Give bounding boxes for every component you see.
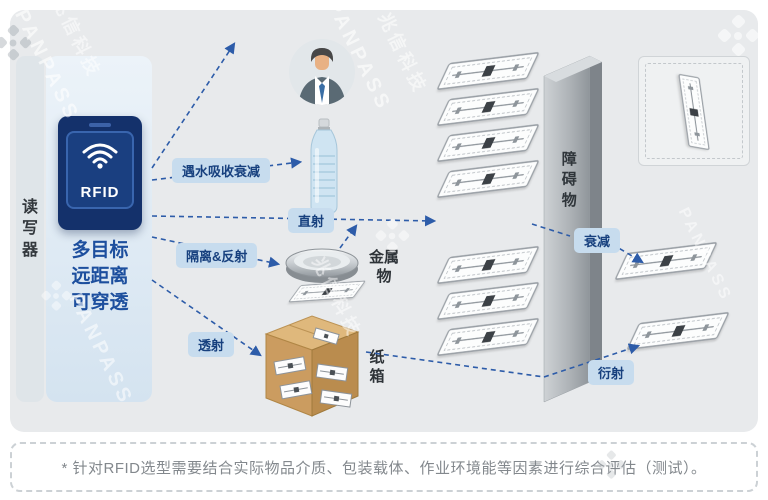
rfid-device: RFID <box>58 116 142 230</box>
obstacle-label: 障碍物 <box>561 151 577 209</box>
reader-side-label: 读写器 <box>21 198 38 259</box>
rfid-tag <box>436 282 540 321</box>
feature-longrange: 远距离 <box>71 266 129 287</box>
isolate-reflect-pill: 隔离&反射 <box>176 243 258 268</box>
right-rfid-tag-2 <box>626 312 730 351</box>
diffraction-pill: 衍射 <box>588 360 635 385</box>
footnote-box: * 针对RFID选型需要结合实际物品介质、包装载体、作业环境能等因素进行综合评估… <box>10 442 758 492</box>
rfid-tag <box>436 52 540 91</box>
direct-pill: 直射 <box>288 208 335 233</box>
reader-side-strip: 读写器 <box>16 56 44 402</box>
person-avatar <box>289 39 355 105</box>
diagram-panel: 读写器 RFID 多目标 远距离 可穿透 <box>10 10 758 432</box>
device-screen: RFID <box>66 131 134 209</box>
water-pill: 遇水吸收衰减 <box>172 158 271 183</box>
footnote-text: * 针对RFID选型需要结合实际物品介质、包装载体、作业环境能等因素进行综合评估… <box>61 459 707 477</box>
attenuation-pill: 衰减 <box>574 228 621 253</box>
metal-label: 金属物 <box>368 249 399 285</box>
rfid-tag <box>436 246 540 285</box>
obstacle-label-wrap: 障碍物 <box>561 150 579 211</box>
rfid-tag <box>436 160 540 199</box>
feature-multitarget: 多目标 <box>71 240 129 261</box>
right-rfid-tag-1 <box>614 242 718 281</box>
water-bottle <box>310 118 338 214</box>
wifi-icon <box>82 143 118 169</box>
far-reader-panel <box>638 56 750 166</box>
rfid-tag <box>436 88 540 127</box>
carton-label: 纸箱 <box>369 349 385 385</box>
carton-box <box>264 315 360 417</box>
metal-disc <box>285 248 359 283</box>
rfid-tag <box>436 124 540 163</box>
feature-penetrate: 可穿透 <box>71 292 129 313</box>
transmit-pill: 透射 <box>188 332 235 357</box>
far-panel-frame <box>645 63 743 159</box>
rfid-device-label: RFID <box>80 184 120 201</box>
rfid-tag <box>436 318 540 357</box>
device-slot <box>89 123 111 127</box>
reader-features: 多目标 远距离 可穿透 <box>48 238 152 316</box>
